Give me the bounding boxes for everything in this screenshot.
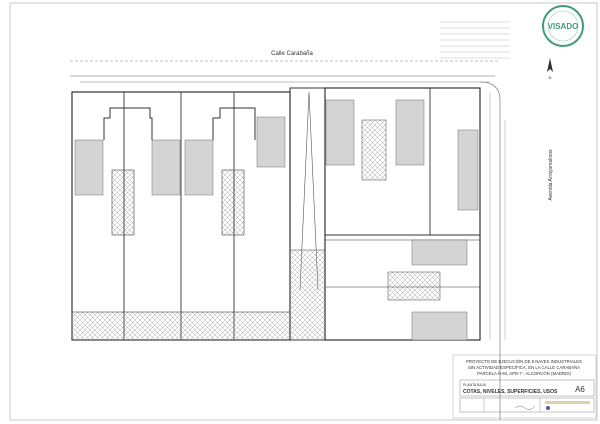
firm-logo-mark xyxy=(546,406,550,410)
street-curb xyxy=(479,81,501,420)
staircase xyxy=(111,169,135,236)
sheet-subtitle: PLANTA BAJA xyxy=(463,383,487,387)
project-line: PROYECTO DE EJECUCIÓN DE 8 NAVES INDUSTR… xyxy=(466,359,582,364)
crosswalk xyxy=(440,21,510,59)
north-arrow-icon xyxy=(547,58,553,72)
staircase xyxy=(221,169,245,236)
title-block: PROYECTO DE EJECUCIÓN DE 8 NAVES INDUSTR… xyxy=(452,354,597,419)
staircase xyxy=(361,119,387,181)
north-label: N xyxy=(549,75,552,80)
project-line: SIN ACTIVIDAD ESPECÍFICA, EN LA CALLE CA… xyxy=(468,365,580,370)
left-naves-block xyxy=(71,91,291,341)
project-line: PARCELA N-84, APD-7 - ALCORCÓN (MADRID) xyxy=(477,371,571,376)
firm-logo xyxy=(545,401,590,404)
stamp-text: VISADO xyxy=(548,22,579,31)
hatched-band xyxy=(71,311,291,341)
sheet-number: A6 xyxy=(575,385,585,394)
signature xyxy=(514,405,536,410)
visado-stamp: VISADO xyxy=(542,5,584,47)
ramp-corridor xyxy=(289,87,326,341)
staircase xyxy=(387,271,441,301)
sheet-title: COTAS, NIVELES, SUPERFICIES, USOS xyxy=(463,389,558,395)
street-label-north: Calle Carabaña xyxy=(271,51,313,57)
street-label-east: Avenida Arroyomolinos xyxy=(548,149,554,201)
right-naves-block xyxy=(324,87,481,341)
sheet-frame xyxy=(9,2,598,421)
